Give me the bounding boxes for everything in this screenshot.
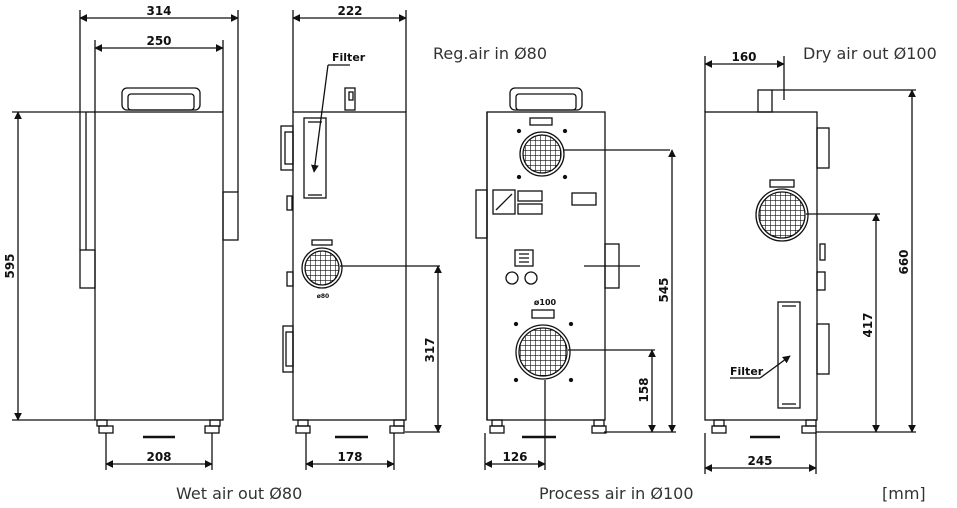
filter-left-slot — [303, 117, 327, 199]
unit-caption: [mm] — [882, 484, 926, 503]
dim-front-foot-width: 208 — [146, 450, 171, 464]
dim-side-left-foot: 178 — [337, 450, 362, 464]
filter-left-label: Filter — [332, 51, 366, 64]
dim-front-inner-width: 250 — [146, 34, 171, 48]
right-side-view — [704, 56, 916, 474]
back-view — [475, 87, 676, 470]
dim-side-right-height: 660 — [897, 249, 911, 274]
left-side-view — [280, 10, 442, 470]
dim-front-total-width: 314 — [146, 4, 171, 18]
dry-air-out-caption: Dry air out Ø100 — [803, 44, 937, 63]
dim-side-right-foot: 245 — [747, 454, 772, 468]
dim-side-left-outlet-height: 317 — [423, 337, 437, 362]
dim-side-left-width: 222 — [337, 4, 362, 18]
nozzle-d100-label: ø100 — [534, 298, 557, 307]
nozzle-d80-label: ø80 — [317, 293, 329, 300]
dim-back-height: 545 — [657, 277, 671, 302]
dim-front-height: 595 — [3, 253, 17, 278]
front-body — [94, 111, 224, 421]
dim-side-right-top: 160 — [731, 50, 756, 64]
dim-back-inlet-height: 158 — [637, 377, 651, 402]
dim-side-right-outlet-height: 417 — [861, 312, 875, 337]
right-side-body — [704, 111, 818, 421]
filter-right-label: Filter — [730, 365, 764, 378]
dim-back-foot-offset: 126 — [502, 450, 527, 464]
process-air-in-caption: Process air in Ø100 — [539, 484, 694, 503]
front-view — [12, 10, 239, 470]
filter-right-slot — [777, 301, 801, 409]
reg-air-in-caption: Reg.air in Ø80 — [433, 44, 548, 63]
wet-air-out-caption: Wet air out Ø80 — [176, 484, 303, 503]
